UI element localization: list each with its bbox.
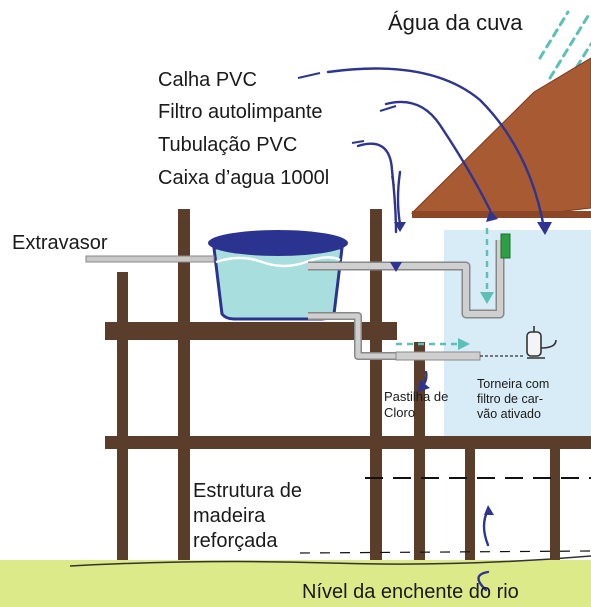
label-leaders	[297, 72, 397, 187]
pipe-label: Tubulação PVC	[158, 134, 297, 156]
faucet-label-line1: Torneira com	[477, 377, 549, 391]
chlorine-label-line2: Cloro	[384, 405, 415, 420]
structure-label-line1: Estrutura de	[193, 480, 302, 502]
pointer-arrowheads	[390, 210, 552, 515]
faucet-label-line2: filtro de car-	[477, 392, 543, 406]
filter-label: Filtro autolimpante	[158, 101, 323, 123]
chlorine-pipe	[395, 351, 481, 361]
self-cleaning-filter	[500, 233, 511, 259]
wood-posts	[117, 209, 560, 560]
wood-beams	[105, 322, 591, 449]
gutter-label: Calha PVC	[158, 69, 257, 91]
roof	[410, 57, 591, 215]
faucet-label-line3: vão ativado	[477, 407, 541, 421]
ground-edge	[69, 555, 591, 567]
chlorine-label-line1: Pastilha de	[384, 389, 448, 404]
water-tank	[208, 230, 348, 321]
tank-label: Caixa d’agua 1000l	[158, 167, 329, 189]
rain-label: Água da cuva	[388, 10, 523, 35]
ground	[0, 560, 591, 607]
overflow-label: Extravasor	[12, 232, 108, 254]
structure-label-line3: reforçada	[193, 530, 278, 552]
flood-label: Nível da enchente do rio	[302, 581, 519, 603]
roof-fascia	[412, 211, 591, 218]
carbon-filter-faucet	[526, 326, 557, 359]
structure-label-line2: madeira	[193, 505, 266, 527]
flow-arrows	[396, 228, 489, 346]
overflow-pipe	[85, 255, 215, 263]
